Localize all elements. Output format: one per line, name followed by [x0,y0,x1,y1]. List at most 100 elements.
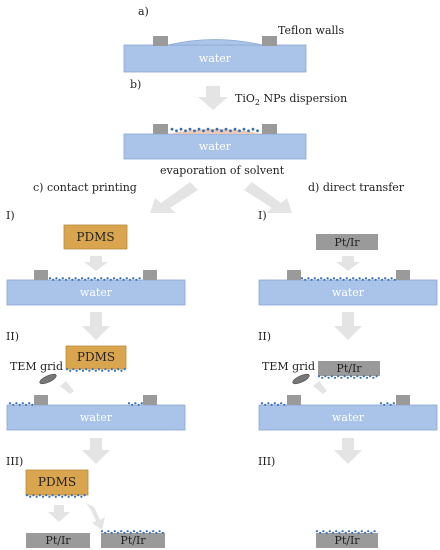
nanoparticle-layer [260,402,395,406]
nanoparticle-layer [8,402,143,406]
nanoparticle [57,494,61,497]
nanoparticle [353,376,356,379]
arrow-down [336,256,360,271]
nanoparticle [117,368,120,371]
nanoparticle [97,368,101,371]
nanoparticle [80,495,83,498]
nanoparticle [77,494,80,497]
label-step-2-d: II) [258,330,271,343]
nanoparticle [91,368,94,371]
nanoparticle [270,403,273,406]
nanoparticle [81,369,85,372]
water-trough [6,279,186,306]
arrow-down [82,438,110,464]
nanoparticle [347,530,351,533]
nanoparticle [55,277,58,280]
nanoparticle [358,277,361,280]
label-pdms: PDMS [76,350,116,364]
label-water: water [198,52,232,65]
label-step-2-c: II) [6,330,19,343]
teflon-wall-right [262,124,277,134]
nanoparticle [122,278,125,281]
nanoparticle [328,530,331,533]
nanoparticle [333,376,337,379]
nanoparticle [379,402,383,405]
nanoparticle [137,403,140,406]
nanoparticle [370,531,373,534]
nanoparticle [131,403,134,406]
nanoparticle [324,375,327,378]
nanoparticle [188,127,192,131]
tem-grid-icon [292,373,310,385]
nanoparticle [52,278,55,281]
nanoparticle [129,531,132,534]
nanoparticle [71,278,74,281]
label-ptir: Pt/Ir [45,534,71,547]
label-water: water [331,411,365,424]
nanoparticle [103,278,106,281]
nanoparticle [109,278,112,281]
nanoparticle [368,278,371,281]
ptir-tip [101,533,165,548]
nanoparticle [300,277,304,280]
nanoparticle [65,368,69,371]
nanoparticle [85,368,88,371]
label-water: water [331,286,365,299]
nanoparticle [158,530,161,533]
nanoparticle [335,530,338,533]
nanoparticle [140,402,143,405]
nanoparticle [361,278,364,281]
nanoparticle [377,277,380,280]
nanoparticle [112,277,116,280]
nanoparticle [110,531,113,534]
label-ptir: Pt/Ir [336,362,362,375]
nanoparticle [345,277,348,280]
nanoparticle [387,278,390,281]
nanoparticle [238,129,241,133]
nanoparticle [325,531,328,534]
nanoparticle [90,278,93,281]
arrow-down [198,86,228,110]
nanoparticle [110,368,113,371]
nanoparticle [316,278,320,281]
stage-d-1 [258,234,438,306]
nanoparticle [125,277,128,280]
nanoparticle [364,277,368,280]
nanoparticle [48,495,51,498]
nanoparticle [61,495,64,498]
nanoparticle [64,278,68,281]
nanoparticle [94,369,97,372]
teflon-wall-right [143,270,157,280]
nanoparticle [113,530,116,533]
nanoparticle [139,530,142,533]
nanoparticle [251,127,255,131]
arrow-small [60,381,74,394]
nanoparticle-layer [315,530,376,534]
nanoparticle-layer [25,494,86,498]
nanoparticle [310,278,313,281]
label-water: water [79,286,113,299]
nanoparticle [339,277,342,280]
nanoparticle [329,278,332,281]
nanoparticle [336,278,339,281]
nanoparticle [326,277,329,280]
nanoparticle [264,403,267,406]
water-trough [123,44,307,73]
nanoparticle [175,129,178,133]
nanoparticle [320,277,323,280]
nanoparticle [307,277,310,280]
nanoparticle [120,369,123,372]
arrow-down [84,256,108,271]
label-tio2-dispersion: TiO2 NPs dispersion [235,92,347,109]
nanoparticle [80,277,84,280]
nanoparticle [88,369,91,372]
nanoparticle [365,376,369,379]
stage-c-2 [6,345,186,431]
nanoparticle [38,494,41,497]
nanoparticle [338,531,341,534]
nanoparticle [371,277,374,280]
arrow-curved [86,503,105,530]
nanoparticle [224,127,228,131]
teflon-wall-left [287,395,301,405]
nanoparticle [18,403,21,406]
